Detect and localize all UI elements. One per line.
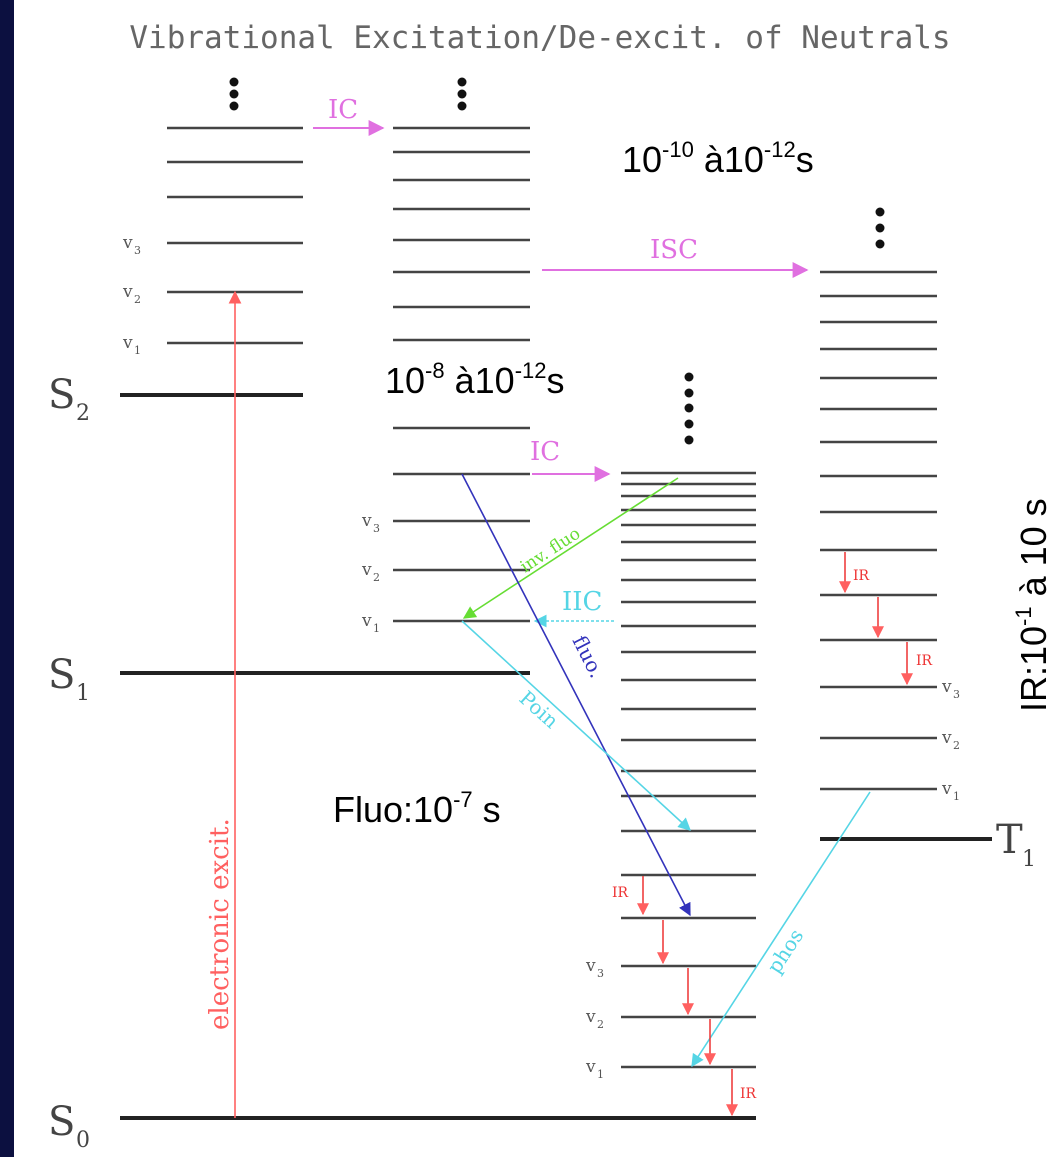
svg-text:3: 3 bbox=[597, 967, 604, 980]
state-label-t1: T 1 bbox=[996, 817, 1036, 872]
dots-col1 bbox=[229, 77, 239, 111]
ic-time-annotation: 10-8 à10-12s bbox=[385, 358, 564, 401]
ir-label-s0-top: IR bbox=[612, 885, 629, 901]
fluo-label: fluo. bbox=[568, 631, 609, 681]
svg-text:v: v bbox=[122, 233, 133, 253]
poin-arrow bbox=[461, 620, 691, 831]
svg-text:3: 3 bbox=[134, 244, 141, 257]
svg-text:2: 2 bbox=[953, 739, 960, 752]
svg-text:S: S bbox=[48, 372, 75, 418]
diagram-panel bbox=[14, 0, 1061, 1157]
ir-label-t1-bottom: IR bbox=[916, 653, 933, 669]
svg-text:1: 1 bbox=[953, 790, 960, 803]
isc-time-annotation: 10-10 à10-12s bbox=[622, 137, 814, 180]
svg-text:3: 3 bbox=[953, 688, 960, 701]
s2-levels-col2 bbox=[393, 126, 530, 342]
ir-label-t1-top: IR bbox=[853, 568, 870, 584]
svg-text:v: v bbox=[941, 677, 952, 697]
ic-label-middle: IC bbox=[530, 437, 560, 467]
ir-label-s0-bottom: IR bbox=[740, 1086, 757, 1102]
electronic-excit-label: electronic excit. bbox=[205, 818, 235, 1030]
diagram-title: Vibrational Excitation/De-excit. of Neut… bbox=[129, 20, 950, 56]
svg-text:1: 1 bbox=[597, 1068, 604, 1081]
inv-fluo-arrow bbox=[462, 477, 679, 619]
svg-text:v: v bbox=[941, 728, 952, 748]
state-label-s0: S 0 bbox=[48, 1099, 90, 1153]
fluo-arrow bbox=[461, 473, 691, 917]
svg-text:1: 1 bbox=[1022, 847, 1036, 872]
svg-text:v: v bbox=[585, 1007, 596, 1027]
ic-time-backdrop bbox=[370, 345, 632, 407]
svg-text:v: v bbox=[585, 956, 596, 976]
ir-time-annotation: IR:10-1 à 10 s bbox=[1011, 498, 1054, 712]
svg-text:1: 1 bbox=[76, 681, 90, 706]
svg-text:v: v bbox=[361, 511, 372, 531]
svg-text:0: 0 bbox=[76, 1128, 90, 1153]
s0-levels-col3 bbox=[621, 471, 756, 1069]
dots-col4 bbox=[875, 207, 885, 249]
svg-text:v: v bbox=[122, 333, 133, 353]
svg-text:1: 1 bbox=[134, 344, 141, 357]
ic-label-top: IC bbox=[328, 95, 358, 125]
poin-label: Poin bbox=[515, 686, 564, 733]
svg-text:v: v bbox=[585, 1057, 596, 1077]
phos-arrow bbox=[691, 791, 871, 1068]
svg-text:1: 1 bbox=[373, 622, 380, 635]
svg-text:2: 2 bbox=[597, 1018, 604, 1031]
svg-text:v: v bbox=[361, 611, 372, 631]
inv-fluo-label: inv. fluo bbox=[517, 524, 584, 577]
svg-text:2: 2 bbox=[76, 401, 90, 426]
dots-col2 bbox=[457, 77, 467, 111]
ir-arrows-s0 bbox=[637, 876, 738, 1117]
svg-text:v: v bbox=[122, 282, 133, 302]
t1-levels-col4 bbox=[820, 270, 937, 791]
svg-text:T: T bbox=[996, 817, 1023, 863]
svg-text:v: v bbox=[941, 779, 952, 799]
svg-text:3: 3 bbox=[373, 522, 380, 535]
svg-text:2: 2 bbox=[373, 571, 380, 584]
svg-text:S: S bbox=[48, 652, 75, 698]
s1-levels-col2 bbox=[393, 426, 530, 623]
state-label-s2: S 2 bbox=[48, 372, 90, 426]
svg-text:2: 2 bbox=[134, 293, 141, 306]
isc-label: ISC bbox=[650, 235, 698, 265]
state-label-s1: S 1 bbox=[48, 652, 90, 706]
ir-arrows-t1 bbox=[839, 552, 913, 686]
svg-text:v: v bbox=[361, 560, 372, 580]
iic-label: IIC bbox=[562, 587, 602, 617]
dots-col3 bbox=[684, 372, 694, 445]
svg-text:S: S bbox=[48, 1099, 75, 1145]
fluo-time-annotation: Fluo:10-7 s bbox=[333, 787, 501, 830]
phos-label: phos bbox=[762, 924, 808, 977]
